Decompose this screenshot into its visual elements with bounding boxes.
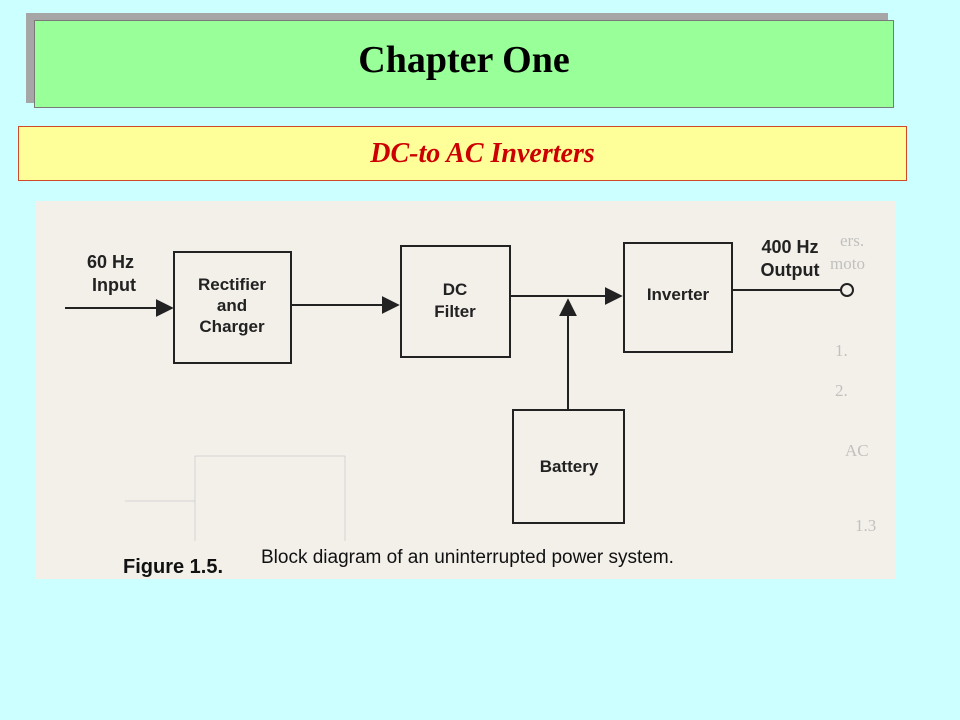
rectifier-label-line2: and: [217, 296, 247, 315]
output-label-line2: Output: [761, 260, 820, 280]
svg-text:AC: AC: [845, 441, 869, 460]
inverter-block: [623, 242, 733, 353]
block-diagram: ers. moto 1. 2. AC 1.3 60 Hz Input Recti…: [65, 231, 876, 578]
subtitle-banner: DC-to AC Inverters: [18, 126, 907, 181]
input-label-line2: Input: [92, 275, 136, 295]
slide-title: Chapter One: [358, 39, 570, 81]
svg-text:ers.: ers.: [840, 231, 864, 250]
figure-caption: Block diagram of an uninterrupted power …: [261, 547, 674, 568]
inverter-label: Inverter: [647, 285, 710, 304]
battery-label: Battery: [540, 457, 599, 476]
title-banner: Chapter One: [34, 20, 894, 108]
battery-block: [512, 409, 625, 524]
dc-filter-block: [400, 245, 511, 358]
svg-text:moto: moto: [830, 254, 865, 273]
rectifier-charger-block: [173, 251, 292, 364]
dc-filter-label-line2: Filter: [434, 302, 476, 321]
dc-filter-label-line1: DC: [443, 280, 468, 299]
figure-image: ers. moto 1. 2. AC 1.3 60 Hz Input Recti…: [35, 201, 896, 579]
svg-text:2.: 2.: [835, 381, 848, 400]
rectifier-label-line1: Rectifier: [198, 275, 266, 294]
output-terminal: [840, 283, 854, 297]
svg-text:1.: 1.: [835, 341, 848, 360]
figure-number: Figure 1.5.: [123, 556, 223, 578]
rectifier-label-line3: Charger: [199, 317, 265, 336]
svg-text:1.3: 1.3: [855, 516, 876, 535]
input-label-line1: 60 Hz: [87, 252, 134, 272]
output-label-line1: 400 Hz: [761, 237, 818, 257]
bleed-through-text: ers. moto 1. 2. AC 1.3: [125, 231, 876, 541]
slide-subtitle: DC-to AC Inverters: [370, 137, 595, 169]
